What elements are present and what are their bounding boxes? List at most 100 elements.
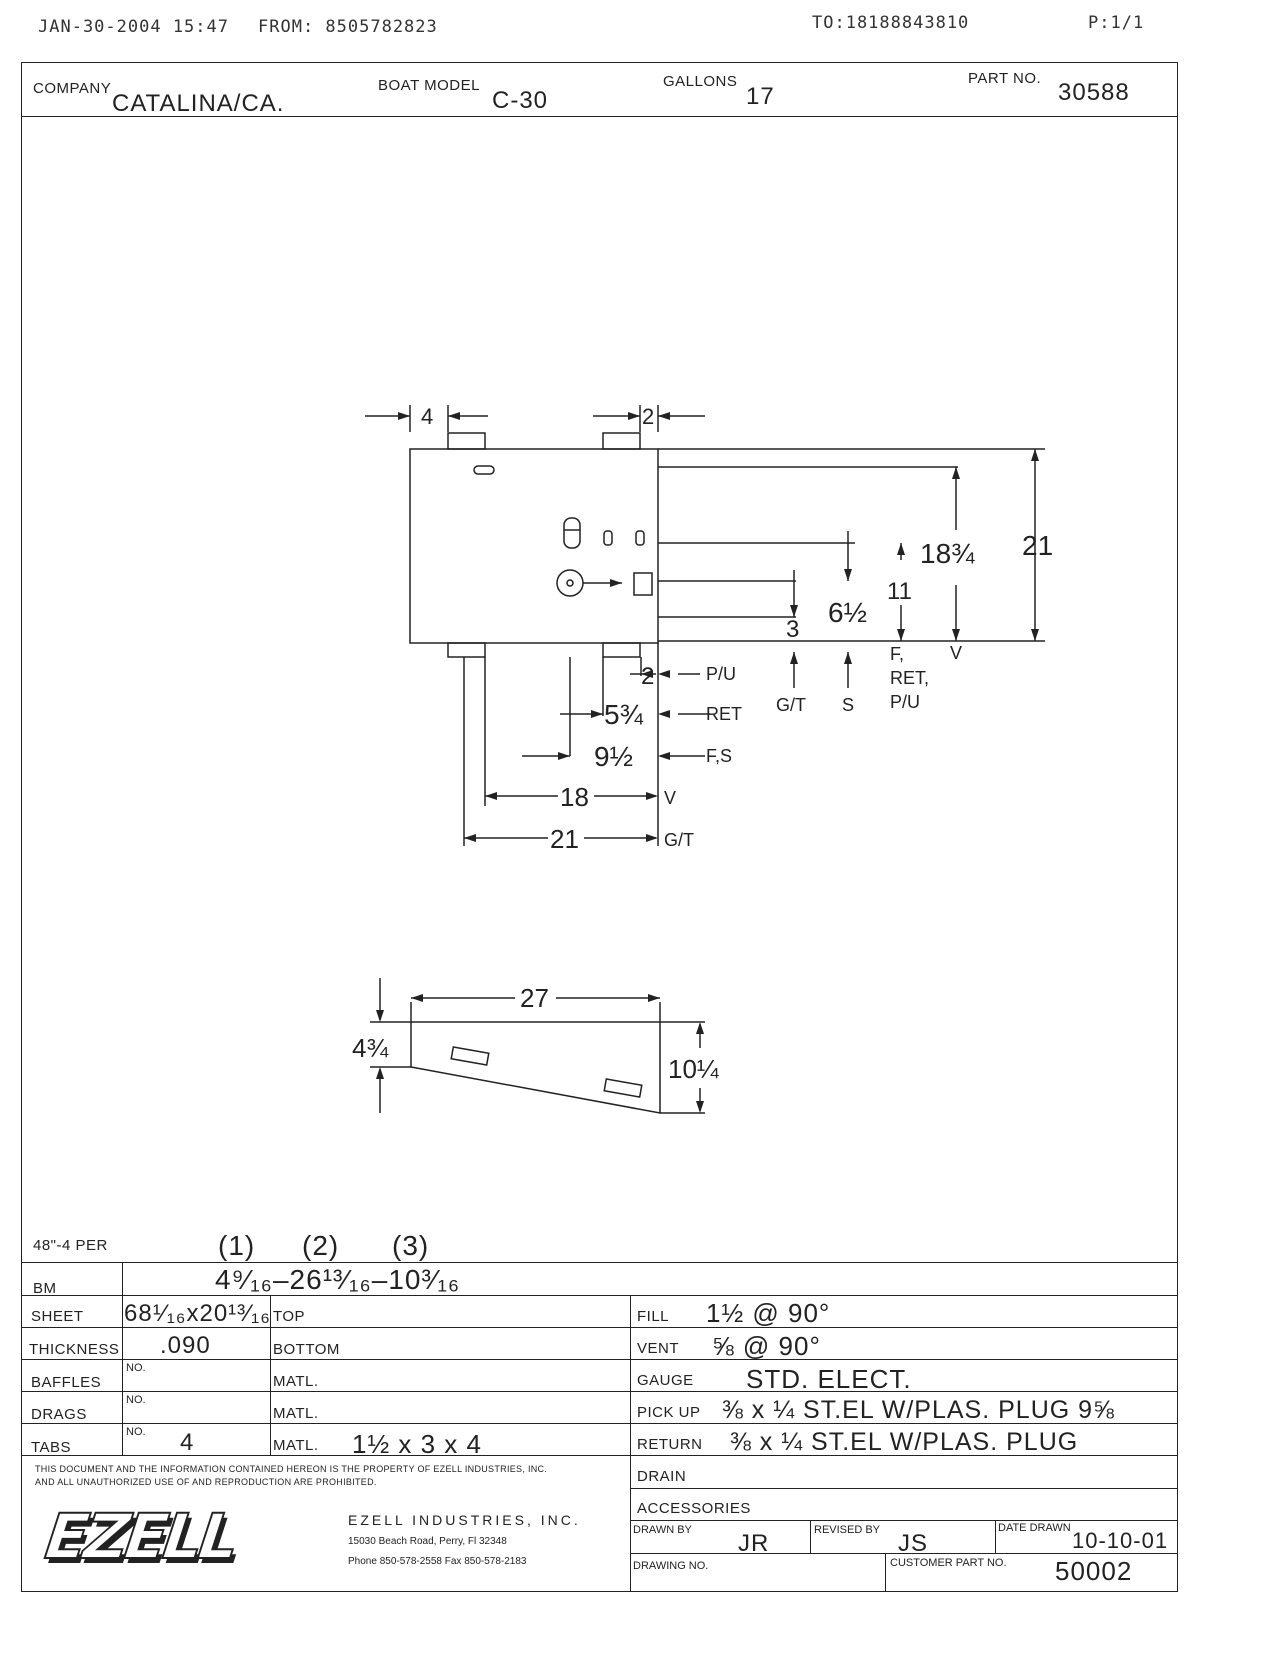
table-top-rule	[21, 1262, 1178, 1263]
boat-model-value: C-30	[492, 87, 549, 114]
tabs-label: TABS	[31, 1439, 72, 1456]
plan-view-drawing: 4 2 18¾ 21 11 6½ 3 V F, RET, P/U G/T S 2…	[365, 404, 1053, 854]
property-notice-line-2: AND ALL UNAUTHORIZED USE OF AND REPRODUC…	[35, 1477, 377, 1487]
dim-21-bottom: 21	[550, 824, 579, 854]
tab-top-left	[447, 432, 486, 450]
dim-5-3-4: 5¾	[604, 699, 644, 730]
drawing-no-label: DRAWING NO.	[633, 1560, 709, 1572]
dim-tab-2-top: 2	[642, 404, 654, 429]
gauge-label: GAUGE	[637, 1372, 694, 1389]
dim-18-3-4: 18¾	[920, 538, 975, 569]
fill-label: FILL	[637, 1308, 670, 1325]
gallons-value: 17	[746, 83, 775, 110]
fax-page: P:1/1	[1088, 13, 1145, 33]
tank-side-profile	[410, 1021, 661, 1114]
revised-by-value: JS	[898, 1530, 929, 1557]
sheet-label: SHEET	[31, 1308, 84, 1325]
label-pu-bottom: P/U	[706, 664, 736, 684]
tabs-matl-value: 1½ x 3 x 4	[352, 1429, 482, 1459]
dim-length-27: 27	[520, 983, 549, 1013]
baffles-no-label: NO.	[126, 1362, 146, 1374]
fill-fitting	[556, 569, 584, 597]
company-label: COMPANY	[33, 80, 112, 97]
col-3: (3)	[392, 1230, 430, 1261]
dim-21-right: 21	[1022, 530, 1053, 561]
dim-tab-width: 4	[421, 404, 433, 429]
property-notice-line-1: THIS DOCUMENT AND THE INFORMATION CONTAI…	[35, 1464, 548, 1474]
footer-address: 15030 Beach Road, Perry, Fl 32348	[348, 1536, 507, 1547]
fax-from: FROM: 8505782823	[258, 17, 438, 37]
dim-3: 3	[786, 616, 799, 643]
revised-by-label: REVISED BY	[814, 1524, 881, 1536]
dim-short-height: 4¾	[352, 1033, 388, 1063]
sheet-value: 68¹⁄₁₆x20¹³⁄₁₆	[124, 1300, 271, 1327]
drawing-frame	[21, 62, 1178, 1592]
drags-matl-label: MATL.	[273, 1405, 319, 1422]
drags-label: DRAGS	[31, 1406, 87, 1423]
drawn-by-value: JR	[738, 1530, 770, 1557]
label-gt-right: G/T	[776, 695, 806, 715]
bm-value: 4⁹⁄₁₆–26¹³⁄₁₆–10³⁄₁₆	[215, 1264, 461, 1295]
gauge-fitting	[633, 572, 653, 596]
gallons-label: GALLONS	[663, 73, 738, 90]
thickness-label: THICKNESS	[29, 1341, 120, 1358]
col-2: (2)	[302, 1230, 340, 1261]
dim-2-bottom: 2	[641, 663, 654, 690]
label-v-right: V	[950, 643, 962, 663]
bm-label: BM	[33, 1280, 57, 1297]
drags-no-label: NO.	[126, 1394, 146, 1406]
fill-value: 1½ @ 90°	[706, 1298, 831, 1328]
dim-18-bottom: 18	[560, 782, 589, 812]
pickup-label: PICK UP	[637, 1404, 701, 1421]
return-label: RETURN	[637, 1436, 703, 1453]
bottom-label: BOTTOM	[273, 1341, 340, 1358]
part-no-label: PART NO.	[968, 70, 1042, 87]
label-pu-right: P/U	[890, 692, 920, 712]
dim-9-1-2: 9½	[594, 741, 633, 772]
thickness-value: .090	[160, 1332, 211, 1359]
tab-bottom-right	[602, 642, 641, 658]
vent-label: VENT	[637, 1340, 680, 1357]
baffles-matl-label: MATL.	[273, 1373, 319, 1390]
label-ret: RET,	[890, 668, 929, 688]
label-fs: F,S	[706, 746, 732, 766]
fax-date: JAN-30-2004 15:47	[38, 17, 229, 37]
title-block-divider	[21, 116, 1178, 117]
drain-label: DRAIN	[637, 1468, 687, 1485]
label-f: F,	[890, 644, 904, 664]
date-drawn-value: 10-10-01	[1072, 1528, 1169, 1553]
label-ret-bottom: RET	[706, 704, 742, 724]
boat-model-label: BOAT MODEL	[378, 77, 480, 94]
baffles-label: BAFFLES	[31, 1374, 102, 1391]
fax-to: TO:18188843810	[812, 13, 970, 33]
pickup-fitting	[563, 517, 581, 549]
label-v-bottom: V	[664, 788, 676, 808]
dim-11: 11	[887, 578, 912, 605]
footer-phone: Phone 850-578-2558 Fax 850-578-2183	[348, 1556, 527, 1567]
pickup-value: ⅜ x ¼ ST.EL W/PLAS. PLUG 9⅝	[722, 1396, 1115, 1424]
vent-value: ⅝ @ 90°	[712, 1331, 821, 1361]
ezell-logo: EZELL	[33, 1499, 247, 1574]
tabs-matl-label: MATL.	[273, 1437, 319, 1454]
dim-tall-height: 10¼	[668, 1054, 719, 1084]
customer-part-no-label: CUSTOMER PART NO.	[890, 1557, 1007, 1569]
top-label: TOP	[273, 1308, 306, 1325]
label-s: S	[842, 695, 854, 715]
tank-outline	[409, 448, 659, 644]
company-value: CATALINA/CA.	[112, 90, 285, 117]
footer-company-name: EZELL INDUSTRIES, INC.	[348, 1512, 581, 1528]
tab-bottom-left	[447, 642, 486, 658]
drawn-by-label: DRAWN BY	[633, 1524, 692, 1536]
label-gt-bottom: G/T	[664, 830, 694, 850]
per-note: 48"-4 PER	[33, 1237, 108, 1254]
date-drawn-label: DATE DRAWN	[998, 1522, 1071, 1534]
dim-6-1-2: 6½	[828, 597, 867, 628]
return-value: ⅜ x ¼ ST.EL W/PLAS. PLUG	[730, 1428, 1079, 1456]
accessories-label: ACCESSORIES	[637, 1500, 751, 1517]
vent-fitting	[473, 465, 495, 475]
tabs-no-value: 4	[180, 1429, 195, 1456]
tab-top-right	[602, 432, 641, 450]
customer-part-no-value: 50002	[1055, 1556, 1133, 1586]
col-1: (1)	[218, 1230, 256, 1261]
gauge-value: STD. ELECT.	[746, 1364, 912, 1394]
